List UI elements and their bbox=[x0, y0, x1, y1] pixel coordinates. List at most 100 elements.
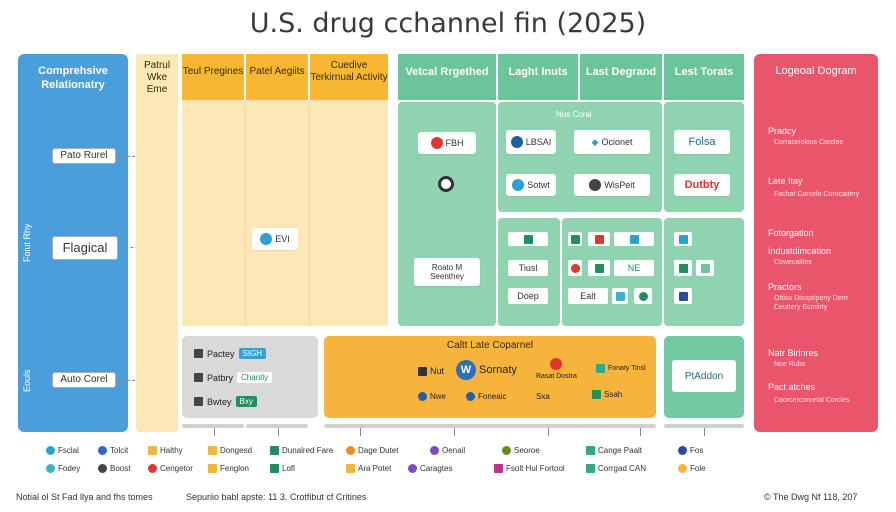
legend-item-13: Fenglon bbox=[208, 464, 249, 473]
card-folsa[interactable]: Folsa bbox=[674, 130, 730, 154]
legend-12-label: Cengetor bbox=[160, 464, 193, 473]
red-item-0: Pradcy bbox=[768, 126, 797, 136]
green-head-torats: Lest Torats bbox=[664, 54, 744, 100]
evi-logo-icon bbox=[260, 233, 273, 245]
orange-item-4[interactable]: Nwe bbox=[418, 392, 446, 401]
legend-0-icon bbox=[46, 446, 55, 455]
grey-row-2[interactable]: Bwtey Bxy bbox=[194, 396, 257, 407]
legend-item-9: Fos bbox=[678, 446, 703, 455]
mini-card-5[interactable] bbox=[568, 260, 582, 276]
bottom-bar-2 bbox=[246, 424, 308, 428]
relationship-header: Comprehsive Relationatry bbox=[38, 65, 108, 91]
mini-card-10[interactable] bbox=[674, 260, 692, 276]
legend-item-3: Dongesd bbox=[208, 446, 252, 455]
card-wispeit[interactable]: WisPeit bbox=[574, 174, 650, 196]
red-item-6: Pact atches bbox=[768, 382, 816, 392]
orange-item-7[interactable]: Ssah bbox=[592, 390, 622, 399]
mini-card-9[interactable] bbox=[674, 232, 692, 246]
card-lbsai[interactable]: LBSAI bbox=[506, 130, 556, 154]
tick-6 bbox=[640, 428, 641, 436]
card-tiusl[interactable]: Tiusl bbox=[508, 260, 548, 276]
vertical-label-bottom: Eouls bbox=[22, 369, 32, 392]
red-item-3: Industdimcation bbox=[768, 246, 832, 256]
mini-8-icon bbox=[638, 291, 648, 301]
card-ocionet[interactable]: ◆ Ocionet bbox=[574, 130, 650, 154]
card-sotwt[interactable]: Sotwt bbox=[506, 174, 556, 196]
legend-8-icon bbox=[586, 446, 595, 455]
legend-item-4: Dunalred Fare bbox=[270, 446, 333, 455]
red-sub-6: Coorcerconretal Corcles bbox=[774, 397, 850, 404]
card-fbh[interactable]: FBH bbox=[418, 132, 476, 154]
ocionet-logo-icon: ◆ bbox=[591, 136, 599, 147]
evi-card[interactable]: EVI bbox=[252, 228, 298, 250]
mini-card-3[interactable] bbox=[588, 232, 610, 246]
orange-item-4-label: Nwe bbox=[430, 392, 447, 401]
orange-item-4-icon bbox=[418, 392, 427, 401]
orange-item-0-label: Nut bbox=[430, 366, 445, 376]
card-doep[interactable]: Doep bbox=[508, 288, 548, 304]
red-item-4: Practors bbox=[768, 282, 802, 292]
red-item-2: Fotorgation bbox=[768, 228, 814, 238]
card-sotwt-label: Sotwt bbox=[527, 180, 550, 190]
mini-card-1[interactable] bbox=[508, 232, 548, 246]
grey-row-0[interactable]: Pactey SIGH bbox=[194, 348, 267, 359]
mini-card-11[interactable] bbox=[696, 260, 714, 276]
ptaddon-card[interactable]: PtAddon bbox=[672, 360, 736, 392]
orange-item-1[interactable]: W Sornaty bbox=[456, 360, 517, 380]
orange-item-2[interactable]: Rasat Dostra bbox=[536, 358, 577, 380]
legend-item-12: Cengetor bbox=[148, 464, 193, 473]
legend-10-icon bbox=[46, 464, 55, 473]
lbsai-logo-icon bbox=[510, 136, 523, 148]
card-fbh-label: FBH bbox=[445, 138, 464, 148]
legend-item-15: Ara Potet bbox=[346, 464, 391, 473]
card-roato[interactable]: Roato M Seenthey bbox=[414, 258, 480, 286]
mini-card-12[interactable] bbox=[674, 288, 692, 304]
mini-9-icon bbox=[678, 234, 688, 244]
bottom-bar-3 bbox=[324, 424, 656, 428]
orange-item-3[interactable]: Fonaty Tinsl bbox=[596, 364, 646, 373]
grey-row-1[interactable]: Patbry Chantly bbox=[194, 372, 273, 383]
legend-2-icon bbox=[148, 446, 157, 455]
orange-item-2-icon bbox=[550, 358, 563, 370]
pato-rurel-pill[interactable]: Pato Rurel bbox=[52, 148, 116, 164]
legend-item-18: Corrgad CAN bbox=[586, 464, 646, 473]
legend-6-label: Oenail bbox=[442, 446, 466, 455]
red-sub-5: Noe Rubs bbox=[774, 361, 806, 368]
column-wke-body bbox=[136, 54, 178, 432]
orange-item-5[interactable]: Foneaic bbox=[466, 392, 506, 401]
mini-1-icon bbox=[523, 234, 533, 244]
grey-row-0-tag: SIGH bbox=[238, 348, 267, 359]
orange-item-5-icon bbox=[466, 392, 475, 401]
flagical-pill[interactable]: Flagical bbox=[52, 236, 118, 260]
card-ne[interactable]: NE bbox=[614, 260, 654, 276]
grey-row-1-tag: Chantly bbox=[237, 372, 273, 383]
mini-card-7[interactable] bbox=[612, 288, 628, 304]
logical-diagram-panel: Logeoal Dogram bbox=[754, 54, 878, 432]
auto-corel-pill[interactable]: Auto Corel bbox=[52, 372, 116, 388]
green-head-vetcal: Vetcal Rrgethed bbox=[398, 54, 496, 100]
card-ealt[interactable]: Ealt bbox=[568, 288, 608, 304]
legend-15-icon bbox=[346, 464, 355, 473]
legend-12-icon bbox=[148, 464, 157, 473]
mini-card-4[interactable] bbox=[614, 232, 654, 246]
mini-card-2[interactable] bbox=[568, 232, 582, 246]
sotwt-logo-icon bbox=[512, 179, 525, 191]
legend-item-14: Lofl bbox=[270, 464, 295, 473]
legend-9-icon bbox=[678, 446, 687, 455]
card-dutbty[interactable]: Dutbty bbox=[674, 174, 730, 196]
red-item-1: Lete Itay bbox=[768, 176, 803, 186]
column-divider-1 bbox=[245, 100, 246, 326]
mini-card-6[interactable] bbox=[588, 260, 610, 276]
red-sub-0: Corraceiolous Corcles bbox=[774, 139, 843, 146]
legend-11-icon bbox=[98, 464, 107, 473]
footer-left: Notial ol St Fad llya and fhs tomes bbox=[16, 492, 153, 502]
grey-row-1-label: Patbry bbox=[207, 372, 234, 383]
orange-item-0[interactable]: Nut bbox=[418, 366, 444, 376]
legend-4-label: Dunalred Fare bbox=[282, 446, 334, 455]
orange-item-6[interactable]: Sxa bbox=[536, 392, 550, 401]
fbh-logo-icon bbox=[430, 137, 443, 149]
mini-6-icon bbox=[594, 263, 604, 273]
mini-12-icon bbox=[678, 291, 688, 301]
red-sub-3: Cowecaitles bbox=[774, 259, 812, 266]
mini-card-8[interactable] bbox=[634, 288, 652, 304]
